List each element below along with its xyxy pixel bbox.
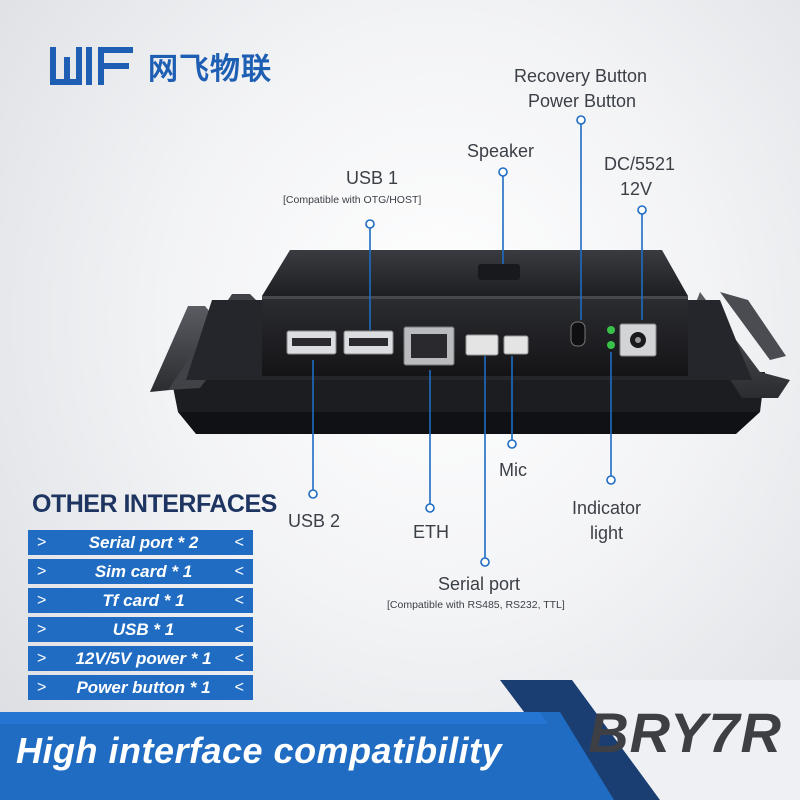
recovery-button-label: Recovery Button xyxy=(514,66,648,86)
chevron-left-icon: < xyxy=(234,620,244,638)
interface-item-label: Power button * 1 xyxy=(76,677,211,697)
indicator-led xyxy=(607,341,615,349)
other-interfaces-list: > Serial port * 2 < > Sim card * 1 < > T… xyxy=(28,530,253,704)
speaker-label: Speaker xyxy=(467,141,535,161)
chevron-left-icon: < xyxy=(234,562,244,580)
serial-note: [Compatible with RS485, RS232, TTL] xyxy=(387,599,565,611)
chevron-left-icon: < xyxy=(234,533,244,551)
chevron-left-icon: < xyxy=(234,591,244,609)
list-item: > Sim card * 1 < xyxy=(28,559,253,584)
tagline: High interface compatibility xyxy=(16,730,503,771)
list-item: > Serial port * 2 < xyxy=(28,530,253,555)
bottom-banner xyxy=(0,680,800,800)
interface-item-label: USB * 1 xyxy=(112,619,175,639)
brand-name: 网飞物联 xyxy=(148,52,272,87)
dc-label: DC/5521 xyxy=(604,154,676,174)
brand-logo: 网飞物联 xyxy=(48,44,272,88)
chevron-right-icon: > xyxy=(37,649,47,667)
chevron-right-icon: > xyxy=(37,678,47,696)
indicator-led xyxy=(607,326,615,334)
interface-item-label: Sim card * 1 xyxy=(94,561,193,581)
indicator-label: Indicator xyxy=(572,498,642,518)
indicator-label-2: light xyxy=(590,523,624,543)
usb2-label: USB 2 xyxy=(288,511,341,531)
mic-label: Mic xyxy=(499,460,527,480)
usb1-label: USB 1 xyxy=(346,168,399,188)
model-name: BRY7R xyxy=(588,701,782,764)
speaker-grill xyxy=(478,264,520,280)
interface-item-label: Tf card * 1 xyxy=(102,590,185,610)
chevron-right-icon: > xyxy=(37,533,47,551)
wif-logo-icon xyxy=(50,47,133,85)
serial-label: Serial port xyxy=(438,574,521,594)
other-interfaces-title: OTHER INTERFACES xyxy=(32,490,277,518)
list-item: > USB * 1 < xyxy=(28,617,253,642)
chevron-left-icon: < xyxy=(234,649,244,667)
mic-connector xyxy=(503,335,529,355)
chevron-right-icon: > xyxy=(37,562,47,580)
interface-item-label: Serial port * 2 xyxy=(88,532,199,552)
list-item: > Power button * 1 < xyxy=(28,675,253,700)
list-item: > 12V/5V power * 1 < xyxy=(28,646,253,671)
interface-item-label: 12V/5V power * 1 xyxy=(75,648,212,668)
chevron-left-icon: < xyxy=(234,678,244,696)
chevron-right-icon: > xyxy=(37,591,47,609)
power-button-hw xyxy=(570,321,586,347)
chevron-right-icon: > xyxy=(37,620,47,638)
eth-label: ETH xyxy=(413,522,449,542)
list-item: > Tf card * 1 < xyxy=(28,588,253,613)
serial-connector xyxy=(465,334,499,356)
usb1-note: [Compatible with OTG/HOST] xyxy=(283,194,422,206)
dc-voltage-label: 12V xyxy=(620,179,653,199)
power-button-label: Power Button xyxy=(528,91,637,111)
